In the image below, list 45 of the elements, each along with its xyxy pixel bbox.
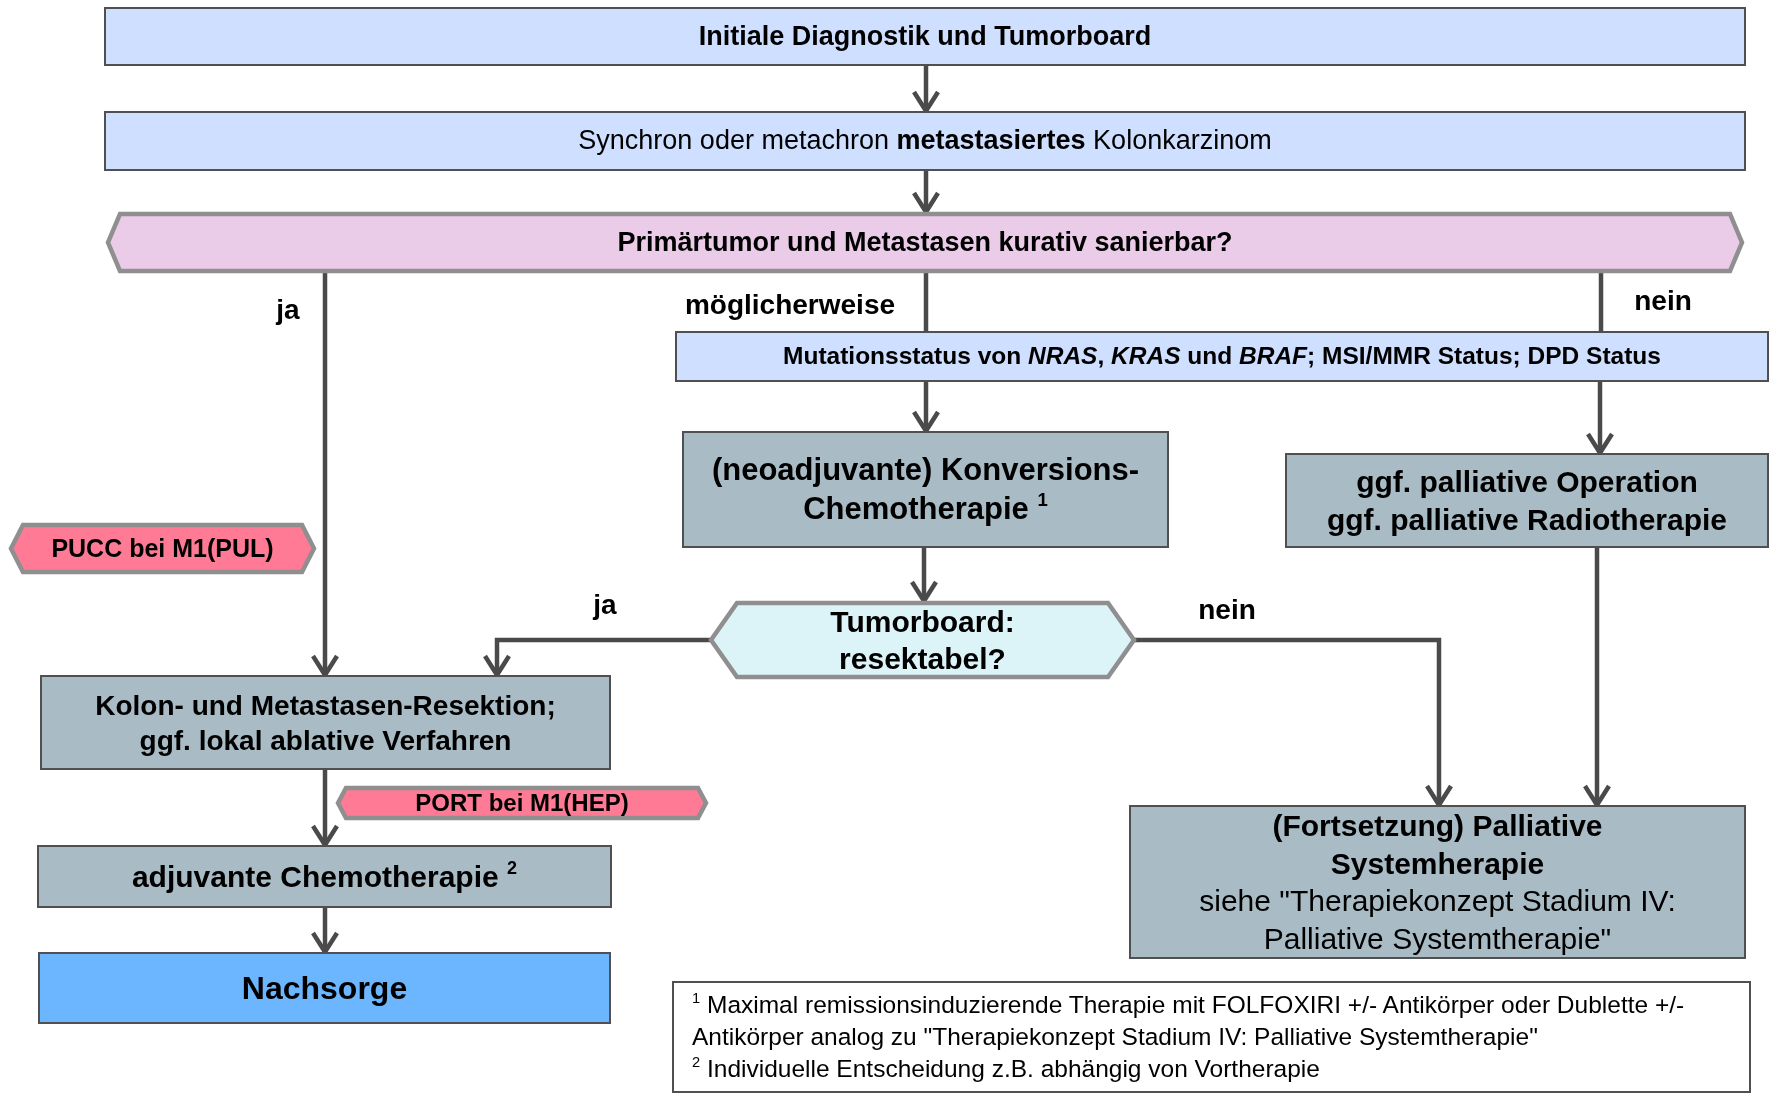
arrow bbox=[310, 908, 340, 955]
edge-label: möglicherweise bbox=[684, 289, 896, 321]
arrow bbox=[1134, 637, 1454, 808]
node-text: Kolon- und Metastasen-Resektion; ggf. lokal ablative Verfahren bbox=[94, 688, 557, 758]
arrow bbox=[482, 637, 711, 678]
process-box bbox=[104, 111, 1746, 171]
process-box bbox=[37, 845, 612, 908]
connector-line bbox=[1598, 273, 1604, 331]
node-text: Initiale Diagnostik und Tumorboard bbox=[698, 19, 1152, 53]
footnote: $^{1}$ Maximal remissionsinduzierende Therapie mit FOLFOXIRI +/- Antikörper oder Dublette +/- Antikörper analog zu "Therapiekonzept Stadium IV: Palliative Systemtherapie" bbox=[692, 989, 1686, 1053]
node-text: Primärtumor und Metastasen kurativ sanierbar? bbox=[617, 225, 1233, 259]
note-hexagon bbox=[9, 523, 316, 574]
footnote-box bbox=[672, 981, 1751, 1093]
node-text: PORT bei M1(HEP) bbox=[415, 788, 629, 818]
connector-line bbox=[923, 273, 929, 331]
process-box bbox=[675, 331, 1769, 382]
process-box bbox=[682, 431, 1169, 548]
process-box bbox=[104, 7, 1746, 66]
node-text: Mutationsstatus von NRAS, KRAS und BRAF; MSI/MMR Status; DPD Status bbox=[783, 341, 1661, 372]
node-text: ggf. palliative Radiotherapie bbox=[1326, 501, 1728, 538]
edge-label: ja bbox=[276, 294, 300, 326]
node-text: Synchron oder metachron metastasiertes Kolonkarzinom bbox=[578, 124, 1272, 158]
node-text: (neoadjuvante) Konversions- Chemotherapie $^{1}$ bbox=[710, 450, 1141, 528]
node-text: adjuvante Chemotherapie $^{2}$ bbox=[131, 857, 518, 895]
node-text: PUCC bei M1(PUL) bbox=[51, 532, 274, 564]
process-box bbox=[40, 675, 611, 770]
edge-label: ja bbox=[593, 589, 617, 621]
arrow bbox=[310, 273, 340, 678]
footnote: $^{2}$ Individuelle Entscheidung z.B. abhängig von Vortherapie bbox=[692, 1052, 1321, 1084]
edge-label: nein bbox=[1634, 285, 1692, 317]
node-text: siehe "Therapiekonzept Stadium IV: Palliative Systemtherapie" bbox=[1198, 883, 1677, 957]
node-text: Nachsorge bbox=[241, 969, 408, 1008]
node-text: ggf. palliative Operation bbox=[1356, 464, 1698, 500]
node-text: Tumorboard: resektabel? bbox=[829, 603, 1016, 677]
arrow bbox=[1585, 382, 1615, 456]
arrow bbox=[310, 770, 340, 848]
edge-label: nein bbox=[1198, 594, 1256, 626]
node-text: (Fortsetzung) Palliative Systemherapie bbox=[1271, 808, 1604, 882]
process-box bbox=[1285, 453, 1769, 548]
process-box bbox=[1129, 805, 1746, 959]
process-box bbox=[38, 952, 611, 1024]
arrow bbox=[1582, 548, 1612, 808]
decision-hexagon bbox=[709, 601, 1136, 679]
arrow bbox=[911, 382, 941, 434]
arrow bbox=[911, 66, 941, 114]
